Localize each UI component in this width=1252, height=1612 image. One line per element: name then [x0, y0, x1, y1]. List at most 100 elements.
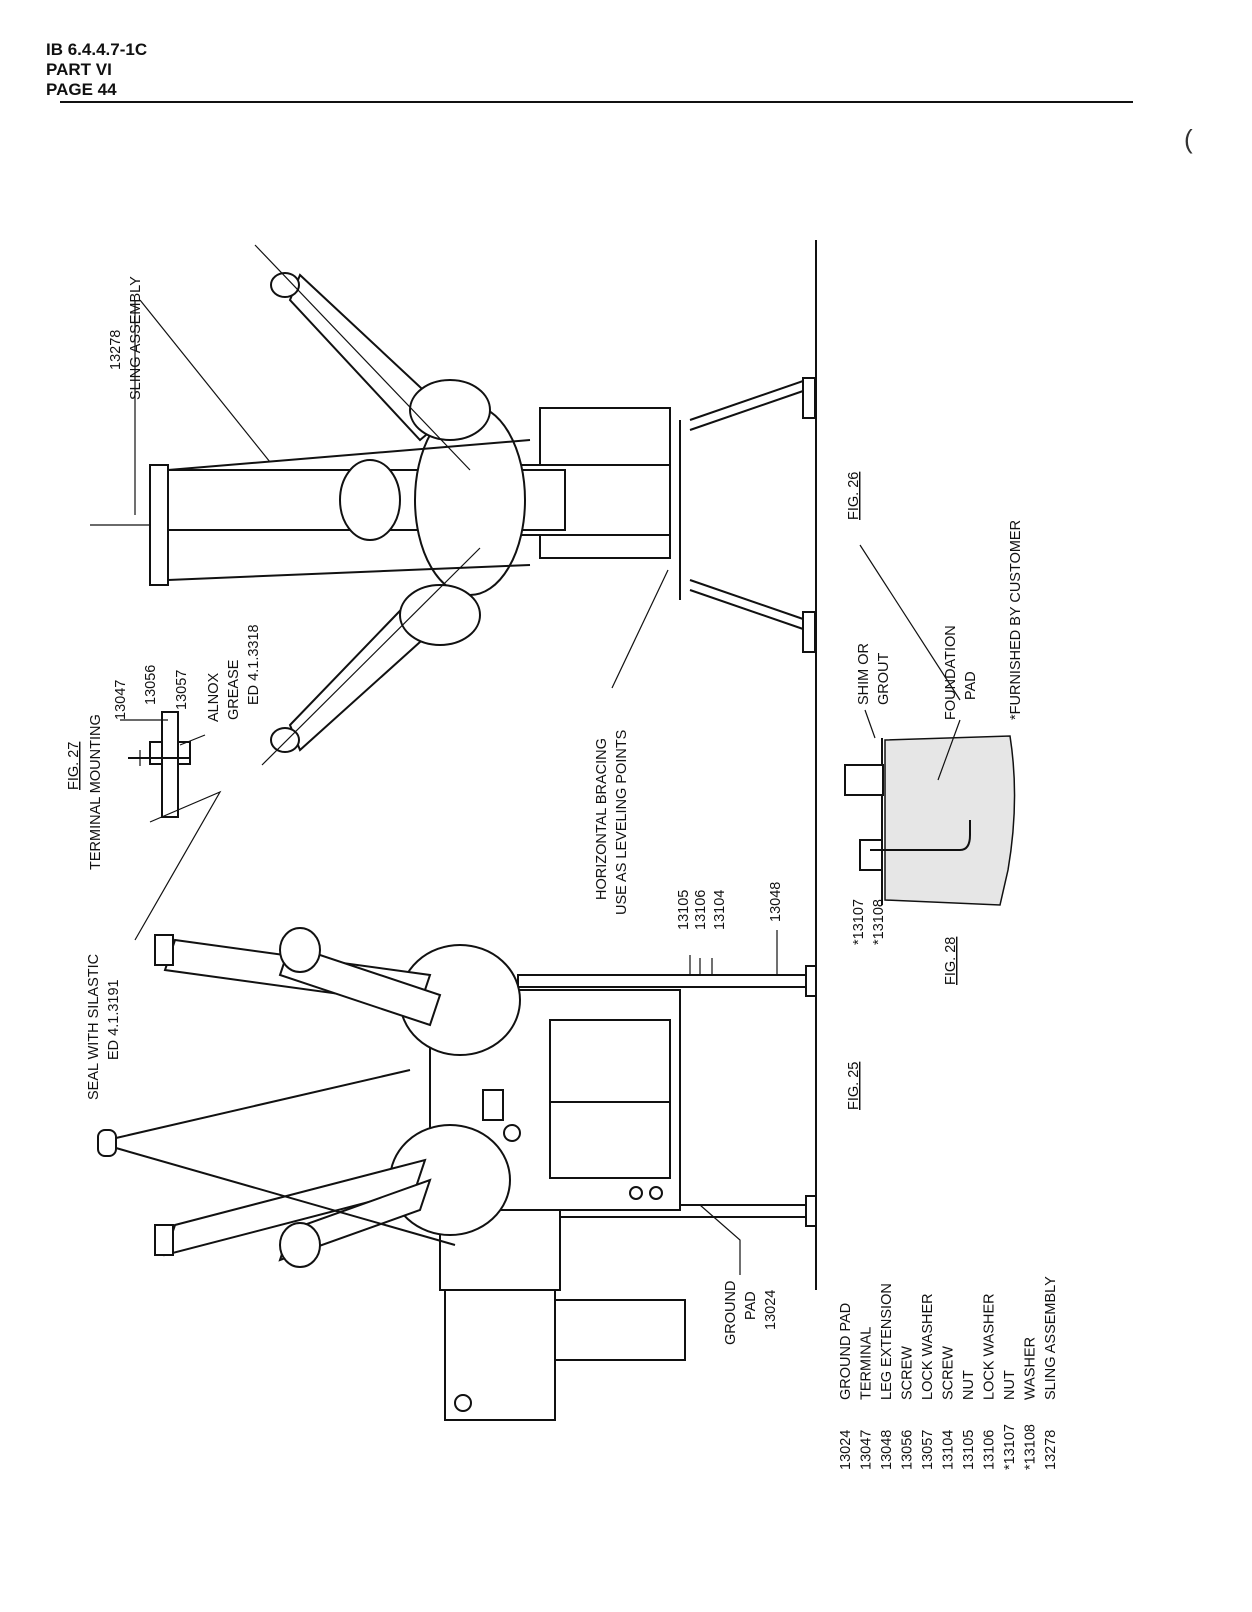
- label-13048: 13048: [768, 882, 784, 922]
- fig27-drawing: [120, 711, 222, 941]
- fig25-mechanism-ext: [554, 1299, 686, 1361]
- label-13047: 13047: [113, 680, 129, 720]
- fig26-axis-upper: [254, 244, 471, 471]
- leader-ground-pad: [699, 1204, 741, 1275]
- fig25-foot-upper: [805, 965, 817, 997]
- leader-bracing: [611, 569, 669, 689]
- parts-list-number: 13047: [859, 1430, 875, 1470]
- fig25-bushing-upper-b: [278, 943, 442, 1027]
- label-13104: 13104: [712, 890, 728, 930]
- label-ground-pad-3: 13024: [763, 1290, 779, 1330]
- header-rule: [60, 101, 1133, 103]
- fig25-sling-rope-b: [115, 1147, 456, 1246]
- fig26-bushing-upper-cap: [409, 379, 491, 441]
- label-alnox-1: ALNOX: [206, 673, 222, 722]
- fig26-sling-frame: [149, 464, 169, 586]
- fig26-sling-rope-a: [167, 439, 531, 471]
- fig25-lifting-ring: [97, 1129, 117, 1157]
- fig26-drawing: [90, 240, 961, 1290]
- label-furnished: *FURNISHED BY CUSTOMER: [1008, 520, 1024, 720]
- fig27-terminal-plate: [161, 711, 179, 818]
- label-sling-name: SLING ASSEMBLY: [128, 276, 144, 400]
- leader-alnox: [179, 734, 206, 746]
- label-13107: *13107: [851, 899, 867, 945]
- fig26-leg-lower: [689, 579, 807, 621]
- fig25-knob-b: [649, 1186, 663, 1200]
- page-header: IB 6.4.4.7-1C PART VI PAGE 44: [46, 40, 147, 100]
- parts-list-name: NUT: [961, 1370, 977, 1400]
- fig28-nut: [859, 839, 883, 871]
- fig25-terminal-upper: [154, 934, 174, 966]
- leader-foundation: [859, 544, 961, 701]
- parts-list-name: SCREW: [900, 1346, 916, 1400]
- fig28-drawing: [844, 709, 1016, 906]
- parts-list-number: 13106: [982, 1430, 998, 1470]
- parts-list-name: LOCK WASHER: [982, 1293, 998, 1400]
- label-shim-2: GROUT: [876, 653, 892, 706]
- label-alnox-3: ED 4.1.3318: [246, 624, 262, 705]
- doc-id: IB 6.4.4.7-1C: [46, 40, 148, 59]
- label-sling-number: 13278: [108, 330, 124, 370]
- label-alnox-2: GREASE: [226, 659, 242, 720]
- parts-list-number: 13024: [838, 1430, 854, 1470]
- fig26-foot-lower: [802, 611, 816, 653]
- fig28-leg-foot: [844, 764, 884, 796]
- fig26-leg-lower-b: [689, 589, 807, 631]
- doc-part: PART VI: [46, 60, 112, 79]
- fig26-leg-upper: [689, 379, 807, 421]
- parts-list-number: 13056: [900, 1430, 916, 1470]
- parts-list-number: 13057: [920, 1430, 936, 1470]
- parts-list-name: TERMINAL: [859, 1327, 875, 1400]
- labels-fig28: SHIM OR GROUT FOUNDATION PAD FIG. 28 *13…: [851, 625, 979, 985]
- fig25-terminal-lower: [154, 1224, 174, 1256]
- label-ground-pad-2: PAD: [743, 1291, 759, 1320]
- label-13108: *13108: [871, 899, 887, 945]
- parts-list-number: 13048: [879, 1430, 895, 1470]
- parts-list-number: 13104: [941, 1430, 957, 1470]
- parts-list-name: SLING ASSEMBLY: [1043, 1276, 1059, 1400]
- fig25-mech-port: [454, 1394, 472, 1412]
- margin-mark: (: [1184, 124, 1193, 154]
- parts-list-name: SCREW: [941, 1346, 957, 1400]
- leader-shim: [864, 709, 876, 739]
- fig25-drawing: [97, 927, 817, 1421]
- label-fig27: FIG. 27: [66, 742, 82, 790]
- fig26-bushing-lower-end: [270, 727, 300, 753]
- leader-sling-b: [139, 299, 271, 463]
- label-fig28: FIG. 28: [943, 937, 959, 985]
- parts-list-number: 13278: [1043, 1430, 1059, 1470]
- parts-list-name: WASHER: [1023, 1337, 1039, 1400]
- fig25-knob-a: [629, 1186, 643, 1200]
- label-fig26: FIG. 26: [846, 472, 862, 520]
- leader-seal: [134, 790, 222, 941]
- label-terminal-mounting: TERMINAL MOUNTING: [88, 714, 104, 870]
- fig25-door-upper: [549, 1019, 671, 1103]
- parts-list-number: *13107: [1002, 1424, 1018, 1470]
- fig26-bushing-upper-end: [270, 272, 300, 298]
- fig26-leg-upper-b: [689, 389, 807, 431]
- label-bracing-1: HORIZONTAL BRACING: [594, 738, 610, 900]
- label-13105: 13105: [676, 890, 692, 930]
- parts-list-name: LOCK WASHER: [920, 1293, 936, 1400]
- labels-fig27: ALNOX GREASE ED 4.1.3318 13057 13056 130…: [66, 624, 262, 870]
- fig28-foundation-pad: [884, 735, 1016, 906]
- parts-list-name: LEG EXTENSION: [879, 1283, 895, 1400]
- label-13057: 13057: [174, 670, 190, 710]
- fig25-leg-upper: [517, 974, 811, 988]
- label-fig25: FIG. 25: [846, 1062, 862, 1110]
- fig26-bushing-lower-cap: [399, 584, 481, 646]
- labels-fig26: 13278 SLING ASSEMBLY FIG. 26 *FURNISHED …: [108, 276, 1024, 720]
- label-13106: 13106: [693, 890, 709, 930]
- label-shim-1: SHIM OR: [856, 643, 872, 705]
- label-13056: 13056: [143, 665, 159, 705]
- labels-fig25: HORIZONTAL BRACING USE AS LEVELING POINT…: [86, 730, 862, 1345]
- leader-foundation-pad: [937, 719, 961, 781]
- label-foundation-1: FOUNDATION: [943, 625, 959, 720]
- doc-page: PAGE 44: [46, 80, 117, 99]
- label-foundation-2: PAD: [963, 671, 979, 700]
- label-bracing-2: USE AS LEVELING POINTS: [614, 730, 630, 915]
- parts-list-name: NUT: [1002, 1370, 1018, 1400]
- fig26-center-collar: [339, 459, 401, 541]
